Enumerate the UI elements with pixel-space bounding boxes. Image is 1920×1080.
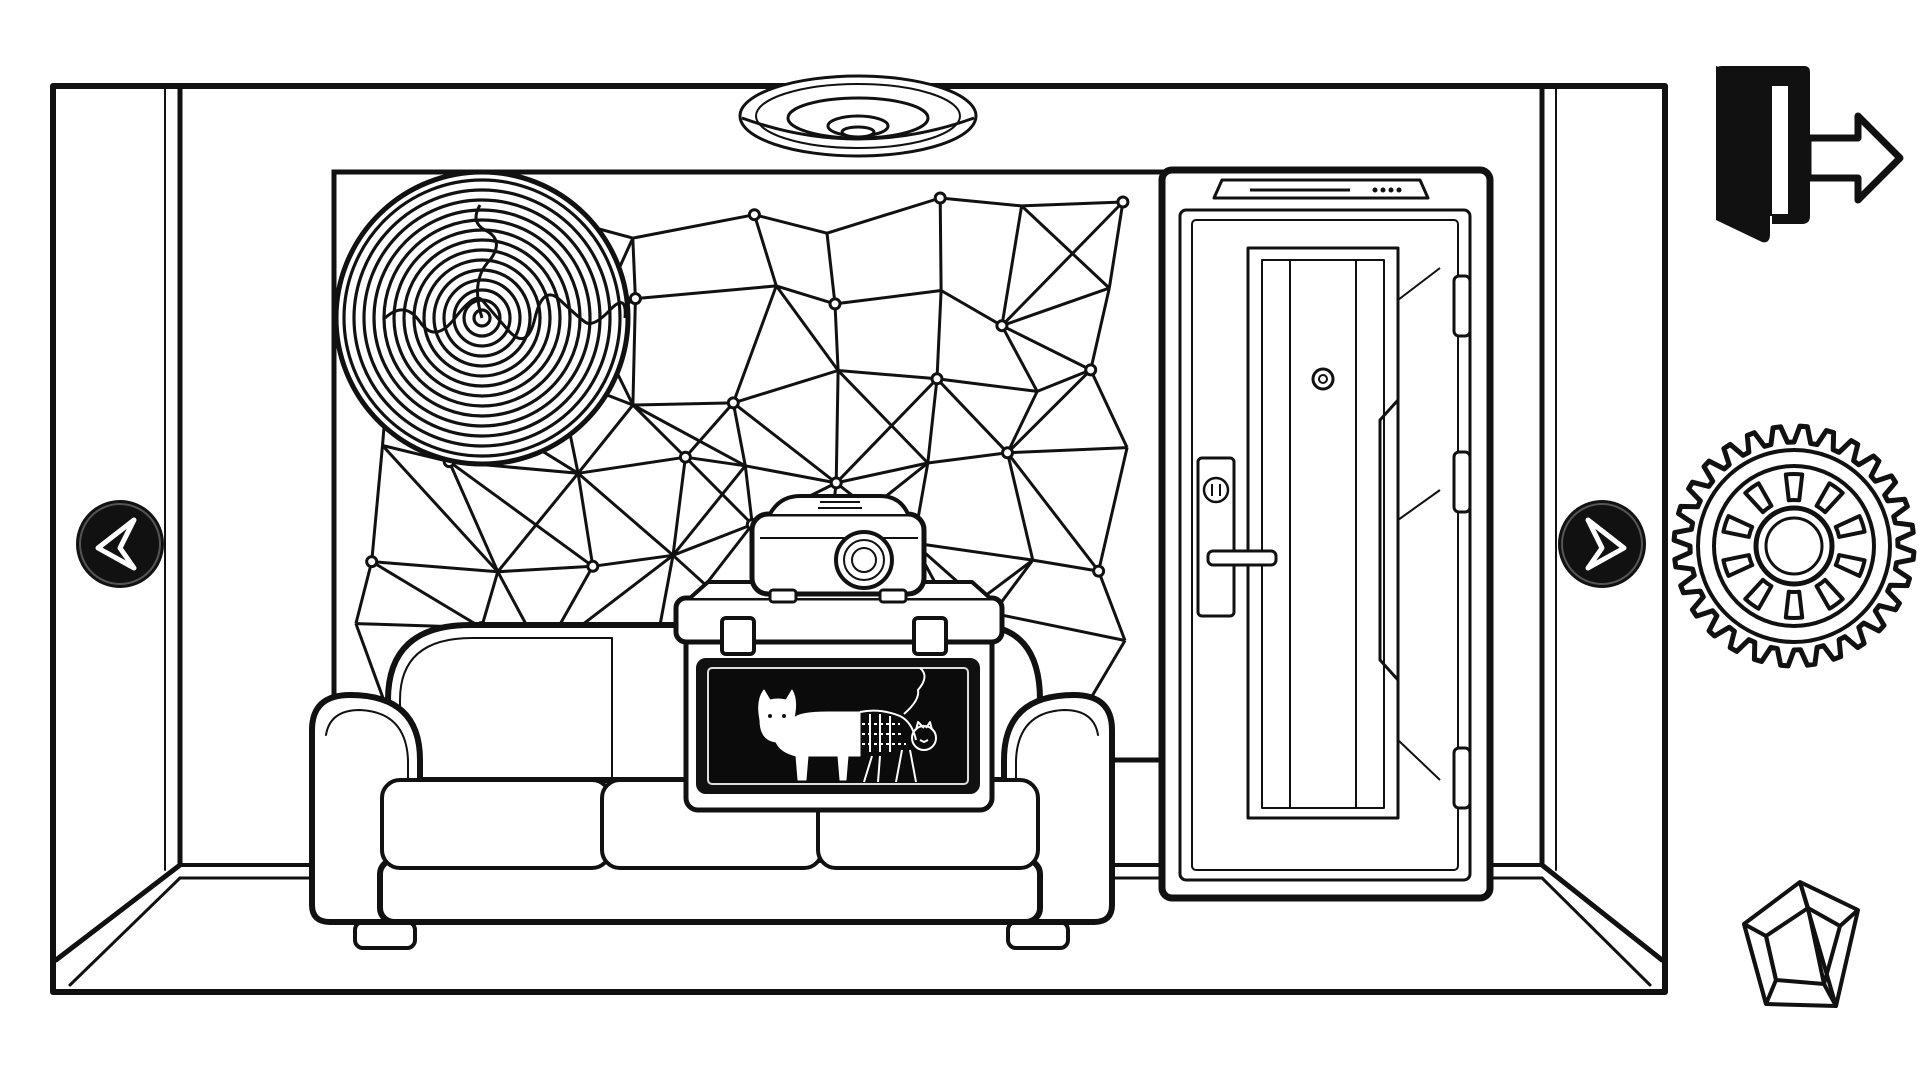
nav-right-button[interactable] bbox=[1556, 498, 1648, 590]
nav-left-button[interactable] bbox=[74, 498, 166, 590]
exit-button[interactable] bbox=[1708, 64, 1908, 246]
projector[interactable] bbox=[749, 494, 927, 604]
spiral-wall-art[interactable] bbox=[333, 169, 631, 467]
cat-xray-crate[interactable] bbox=[673, 580, 1005, 813]
tesseract-cube-icon bbox=[1742, 880, 1860, 1008]
sci-fi-door[interactable] bbox=[1158, 166, 1494, 902]
inventory-button[interactable] bbox=[1736, 874, 1866, 1016]
gear-icon bbox=[1671, 423, 1917, 669]
exit-door-icon bbox=[1716, 66, 1904, 243]
chevron-left-icon bbox=[76, 500, 164, 588]
chevron-right-icon bbox=[1558, 500, 1646, 588]
ceiling-light[interactable] bbox=[738, 74, 978, 158]
settings-button[interactable] bbox=[1668, 420, 1920, 672]
